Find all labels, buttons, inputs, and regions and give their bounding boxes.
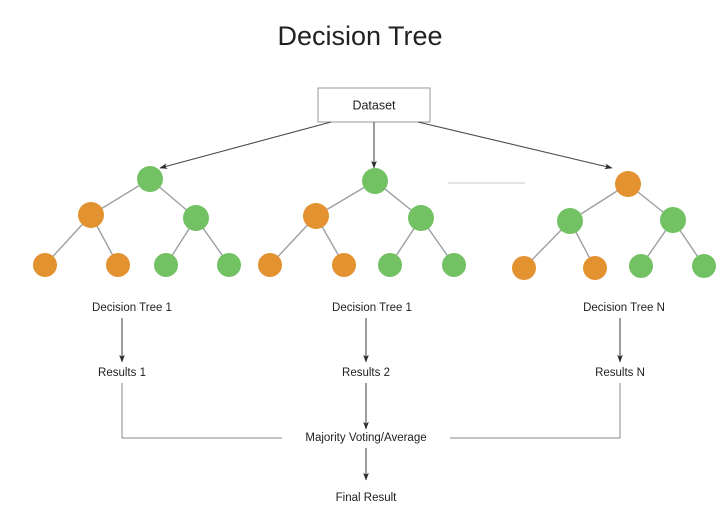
dataset-label: Dataset	[352, 98, 396, 112]
tree-1-leaf-1[interactable]	[33, 253, 57, 277]
dataset-to-tree-3	[417, 121, 613, 170]
tree-3-root[interactable]	[615, 171, 641, 197]
tree-3-left[interactable]	[557, 208, 583, 234]
tree-2: Decision Tree 1 Results 2	[258, 168, 466, 379]
tree-2-left[interactable]	[303, 203, 329, 229]
aggregation-connectors	[121, 383, 621, 439]
tree-2-leaf-4[interactable]	[442, 253, 466, 277]
tree-group: Decision Tree 1 Results 1 Decision Tree 1 R…	[33, 166, 716, 379]
tree-1: Decision Tree 1 Results 1	[33, 166, 241, 379]
tree-3-leaf-2[interactable]	[583, 256, 607, 280]
aggregation-label-backdrop	[294, 429, 438, 447]
dataset-node[interactable]: Dataset	[317, 87, 431, 123]
tree-3: Decision Tree N Results N	[512, 171, 716, 379]
tree-2-label: Decision Tree 1	[332, 302, 412, 314]
tree-3-leaf-4[interactable]	[692, 254, 716, 278]
dataset-split-arrows	[159, 121, 613, 170]
results-1-to-aggregation-connector	[121, 383, 282, 439]
tree-1-left[interactable]	[78, 202, 104, 228]
tree-3-label: Decision Tree N	[583, 302, 665, 314]
tree-3-right[interactable]	[660, 207, 686, 233]
tree-1-leaf-4[interactable]	[217, 253, 241, 277]
tree-2-root[interactable]	[362, 168, 388, 194]
tree-1-right[interactable]	[183, 205, 209, 231]
page-title: Decision Tree	[277, 21, 442, 51]
aggregation-node[interactable]: Majority Voting/Average	[294, 429, 438, 447]
results-n-to-aggregation-connector	[450, 383, 621, 439]
tree-1-root[interactable]	[137, 166, 163, 192]
tree-1-leaf-3[interactable]	[154, 253, 178, 277]
tree-3-leaf-3[interactable]	[629, 254, 653, 278]
dataset-box[interactable]	[317, 87, 431, 123]
tree-2-leaf-3[interactable]	[378, 253, 402, 277]
tree-2-leaf-2[interactable]	[332, 253, 356, 277]
dataset-to-tree-1	[159, 121, 332, 169]
tree-2-leaf-1[interactable]	[258, 253, 282, 277]
final-result-label: Final Result	[336, 492, 398, 504]
tree-2-right[interactable]	[408, 205, 434, 231]
tree-1-result-label: Results 1	[98, 367, 146, 379]
tree-1-leaf-2[interactable]	[106, 253, 130, 277]
aggregation-label: Majority Voting/Average	[305, 432, 426, 444]
tree-1-label: Decision Tree 1	[92, 302, 172, 314]
tree-2-result-label: Results 2	[342, 367, 390, 379]
tree-3-result-label: Results N	[595, 367, 645, 379]
tree-3-leaf-1[interactable]	[512, 256, 536, 280]
